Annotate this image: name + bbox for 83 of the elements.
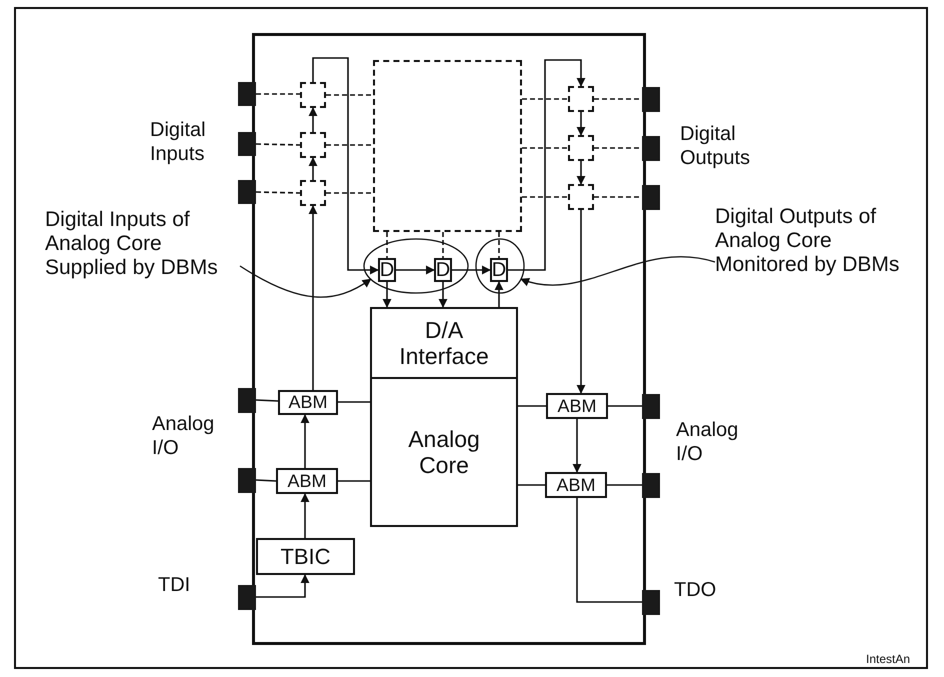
dbm-cell: D: [490, 258, 508, 282]
abm-cell: ABM: [276, 468, 338, 494]
signal-line: [256, 479, 276, 482]
dashed-signal-line: [522, 196, 568, 198]
grouping-ellipse: [363, 238, 469, 294]
scan-path-arrow: [508, 59, 586, 271]
dbm-cell: D: [378, 258, 396, 282]
abm-cell: ABM: [546, 393, 608, 419]
signal-line: [607, 484, 642, 486]
dashed-signal-line: [522, 147, 568, 149]
signal-line: [518, 484, 545, 486]
scan-path-arrow: [452, 266, 491, 274]
leader-arrow: [240, 265, 372, 298]
signal-line: [518, 405, 546, 407]
dashed-signal-line: [594, 147, 642, 149]
pin-group-label: Analog I/O: [676, 418, 740, 466]
boundary-cell: [568, 135, 594, 161]
interface-block: D/A Interface: [370, 307, 518, 379]
scan-path-arrow: [396, 266, 435, 274]
boundary-cell: [568, 184, 594, 210]
dbm-cell: D: [434, 258, 452, 282]
figure-id: IntestAn: [866, 652, 910, 666]
callout-text: Digital Outputs of Analog Core Monitored by DBMs: [715, 205, 915, 315]
pin-label: TDO: [674, 578, 716, 602]
scan-path-arrow: [438, 282, 448, 308]
pin-pad: [642, 185, 660, 210]
scan-path-arrow: [300, 493, 310, 538]
scan-path-arrow: [256, 574, 310, 598]
abm-cell: ABM: [545, 472, 607, 498]
boundary-cell: [300, 180, 326, 206]
pin-pad: [238, 82, 256, 106]
chip-outline: [252, 33, 646, 645]
scan-path-arrow: [308, 205, 318, 390]
pin-pad: [642, 394, 660, 419]
scan-path-arrow: [308, 157, 318, 180]
pin-pad: [238, 132, 256, 156]
abm-cell: ABM: [278, 390, 338, 415]
grouping-ellipse: [475, 238, 525, 294]
boundary-cell: [300, 82, 326, 108]
dashed-signal-line: [594, 196, 642, 198]
tbic-block: TBIC: [256, 538, 355, 575]
dashed-signal-line: [326, 94, 373, 96]
boundary-cell: [568, 86, 594, 112]
pin-pad: [238, 388, 256, 413]
analog-core-block: Analog Core: [370, 377, 518, 527]
scan-path-arrow: [576, 161, 586, 185]
pin-pad: [642, 87, 660, 112]
digital-core-box: [373, 60, 522, 232]
scan-path-arrow: [300, 414, 310, 468]
pin-pad: [238, 468, 256, 493]
signal-line: [608, 405, 642, 407]
pin-pad: [238, 585, 256, 610]
dashed-signal-line: [256, 191, 300, 194]
scan-path-arrow: [494, 281, 504, 307]
dashed-signal-line: [326, 192, 373, 194]
dashed-signal-line: [522, 98, 568, 100]
dashed-signal-line: [386, 232, 388, 258]
dashed-signal-line: [442, 232, 444, 258]
pin-label: TDI: [158, 573, 190, 597]
scan-path-arrow: [382, 282, 392, 308]
dashed-signal-line: [326, 144, 373, 146]
scan-path-arrow: [572, 419, 582, 473]
signal-line: [338, 480, 370, 482]
dashed-signal-line: [256, 93, 300, 95]
scan-path-arrow: [576, 210, 586, 394]
signal-line: [256, 399, 278, 402]
leader-arrow: [520, 256, 716, 286]
scan-path-arrow: [308, 107, 318, 132]
pin-pad: [642, 136, 660, 161]
callout-text: Digital Inputs of Analog Core Supplied by DBMs: [45, 208, 240, 318]
scan-path-arrow: [312, 57, 379, 274]
dashed-signal-line: [256, 143, 300, 146]
pin-group-label: Digital Inputs: [150, 118, 207, 166]
pin-group-label: Digital Outputs: [680, 122, 752, 170]
boundary-cell: [300, 132, 326, 158]
dashed-signal-line: [594, 98, 642, 100]
signal-line: [338, 401, 370, 403]
scan-path-arrow: [576, 112, 586, 136]
pin-pad: [642, 590, 660, 615]
pin-group-label: Analog I/O: [152, 412, 216, 460]
signal-line: [576, 498, 642, 603]
pin-pad: [238, 180, 256, 204]
pin-pad: [642, 473, 660, 498]
